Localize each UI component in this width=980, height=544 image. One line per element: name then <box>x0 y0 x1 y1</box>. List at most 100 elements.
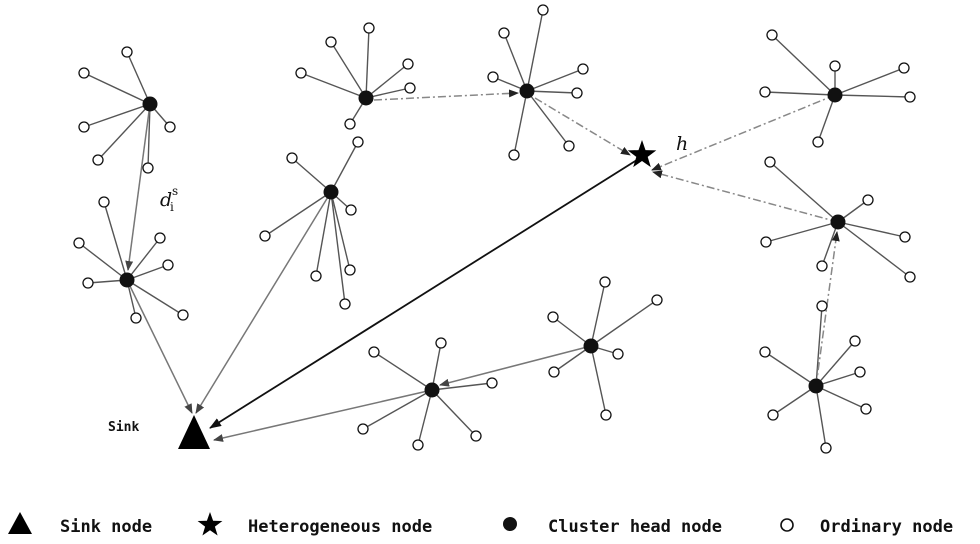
ordinary-node <box>898 62 910 74</box>
multihop-dashed-arrow <box>534 97 631 156</box>
cluster-edge <box>417 389 433 446</box>
ordinary-node <box>344 118 356 130</box>
cluster-edge <box>552 316 592 347</box>
ordinary-node <box>357 423 369 435</box>
cluster-head-node <box>519 83 535 99</box>
legend-ordinary-label: Ordinary node <box>820 517 953 537</box>
cluster-edge <box>815 305 823 387</box>
ordinary-node <box>651 294 663 306</box>
ordinary-node <box>130 312 142 324</box>
cluster-to-sink-arrow <box>195 191 332 414</box>
ordinary-node <box>862 194 874 206</box>
ordinary-node <box>571 87 583 99</box>
cluster-edge <box>78 242 128 281</box>
ordinary-node <box>767 409 779 421</box>
cluster-edge <box>590 281 606 347</box>
ordinary-node <box>404 82 416 94</box>
ordinary-node <box>402 58 414 70</box>
cluster-edge <box>772 385 817 416</box>
cluster-edge <box>97 103 151 161</box>
cluster-edge <box>553 345 592 373</box>
ordinary-node <box>563 140 575 152</box>
cluster-head-node <box>808 378 824 394</box>
cluster-head-node <box>323 184 339 200</box>
ordinary-node <box>537 4 549 16</box>
ordinary-node <box>344 264 356 276</box>
cluster-edge <box>147 103 151 169</box>
ordinary-node <box>177 309 189 321</box>
sink-node-triangle <box>178 415 210 449</box>
cluster-edge <box>330 191 346 305</box>
cluster-edge <box>590 345 607 416</box>
cluster-head-node <box>142 96 158 112</box>
ordinary-node <box>486 377 498 389</box>
legend-cluster-head-label: Cluster head node <box>548 517 722 537</box>
ordinary-node <box>820 442 832 454</box>
cluster-edge <box>83 72 151 105</box>
cluster-edge <box>837 221 906 238</box>
cluster-edge <box>126 279 184 316</box>
legend-cluster-head-icon <box>503 517 517 531</box>
heterogeneous-to-sink-arrow <box>209 157 641 429</box>
ordinary-node <box>368 346 380 358</box>
cluster-edge <box>126 51 151 105</box>
cluster-edge <box>815 340 856 387</box>
multihop-dashed-arrow <box>651 94 836 171</box>
ordinary-node <box>295 67 307 79</box>
cluster-edge <box>103 201 128 281</box>
cluster-edge <box>431 342 442 391</box>
cluster-edge <box>834 94 911 98</box>
cluster-head-node <box>358 90 374 106</box>
ordinary-node <box>82 277 94 289</box>
cluster-head-node <box>827 87 843 103</box>
ordinary-node <box>363 22 375 34</box>
ordinary-node <box>547 311 559 323</box>
ordinary-node <box>599 276 611 288</box>
distance-label-sup-s: s <box>172 184 178 198</box>
ordinary-node <box>154 232 166 244</box>
multihop-dashed-arrow <box>373 89 519 101</box>
cluster-edge <box>264 191 332 237</box>
ordinary-node <box>162 259 174 271</box>
ordinary-node <box>286 152 298 164</box>
cluster-to-sink-arrow <box>213 389 433 442</box>
heterogeneous-node-star <box>627 140 657 168</box>
ordinary-node <box>600 409 612 421</box>
cluster-edge <box>526 90 578 94</box>
ordinary-node <box>577 63 589 75</box>
legend-sink-icon <box>8 512 32 534</box>
ordinary-node <box>548 366 560 378</box>
legend-heterogeneous-icon <box>197 512 223 536</box>
ordinary-node <box>816 300 828 312</box>
ordinary-node <box>78 121 90 133</box>
ordinary-node <box>470 430 482 442</box>
ordinary-node <box>78 67 90 79</box>
cluster-edge <box>834 67 905 96</box>
cluster-edge <box>362 389 433 430</box>
ordinary-node <box>612 348 624 360</box>
cluster-to-sink-arrow <box>439 345 592 387</box>
cluster-edge <box>365 27 370 99</box>
ordinary-node <box>352 136 364 148</box>
ordinary-node <box>829 60 841 72</box>
distance-label-sub-i: i <box>170 200 174 214</box>
network-nodes <box>73 4 916 454</box>
cluster-to-sink-arrow <box>125 103 151 271</box>
ordinary-node <box>339 298 351 310</box>
ordinary-node <box>759 86 771 98</box>
ordinary-node <box>766 29 778 41</box>
cluster-edge <box>764 351 817 387</box>
ordinary-node <box>435 337 447 349</box>
distance-label-d: d <box>160 189 172 211</box>
ordinary-node <box>849 335 861 347</box>
legend-ordinary-icon <box>780 518 794 532</box>
legend-sink-label: Sink node <box>60 517 152 537</box>
ordinary-node <box>904 91 916 103</box>
cluster-edge <box>771 34 836 96</box>
multihop-dashed-arrow <box>815 231 840 387</box>
cluster-edge <box>330 191 351 271</box>
cluster-head-node <box>119 272 135 288</box>
ordinary-node <box>98 196 110 208</box>
ordinary-node <box>164 121 176 133</box>
